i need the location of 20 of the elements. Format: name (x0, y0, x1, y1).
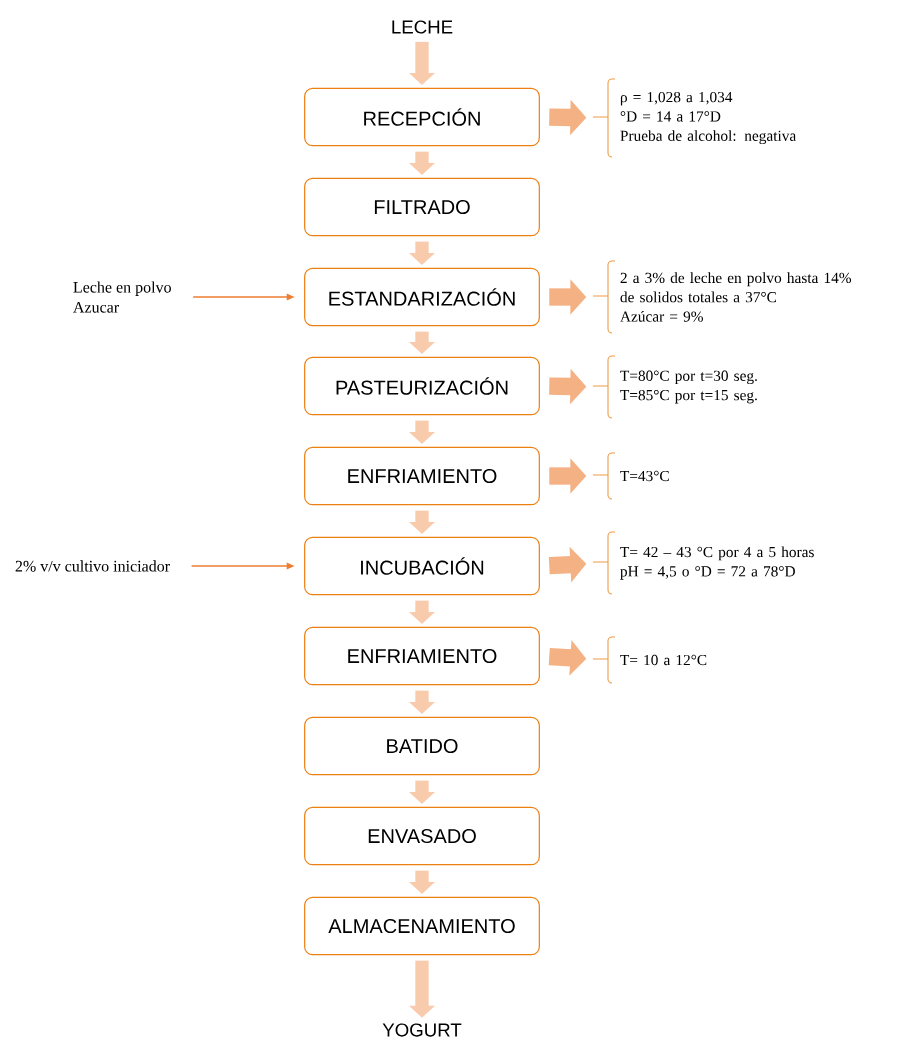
process-box: ENFRIAMIENTO (304, 626, 540, 686)
terminal-label: LECHE (392, 20, 453, 34)
process-box: PASTEURIZACIÓN (304, 356, 540, 416)
process-box: ALMACENAMIENTO (304, 896, 540, 956)
process-box: ESTANDARIZACIÓN (304, 267, 540, 327)
process-box: FILTRADO (304, 177, 540, 237)
process-box: BATIDO (304, 716, 540, 776)
note-text: T= 10 a 12°C (620, 654, 707, 666)
process-box: INCUBACIÓN (304, 536, 540, 596)
note-text: T=43°C (620, 470, 669, 482)
terminal-label: YOGURT (382, 1023, 462, 1037)
note-text: 2 a 3% de leche en polvo hasta 14% de solidos totales a 37°C Azúcar = 9% (620, 272, 852, 322)
note-text: T=80°C por t=30 seg. T=85°C por t=15 seg. (620, 370, 757, 404)
process-box: ENVASADO (304, 806, 540, 866)
process-box: ENFRIAMIENTO (304, 446, 540, 506)
note-text: ρ = 1,028 a 1,034 °D = 14 a 17°D Prueba de alcohol: negativa (620, 91, 796, 145)
input-text: Leche en polvo Azucar (73, 281, 171, 313)
note-text: T= 42 – 43 °C por 4 a 5 horas pH = 4,5 o °D = 72 a 78°D (620, 546, 814, 580)
process-box: RECEPCIÓN (304, 87, 540, 147)
input-text: 2% v/v cultivo iniciador (15, 560, 170, 572)
